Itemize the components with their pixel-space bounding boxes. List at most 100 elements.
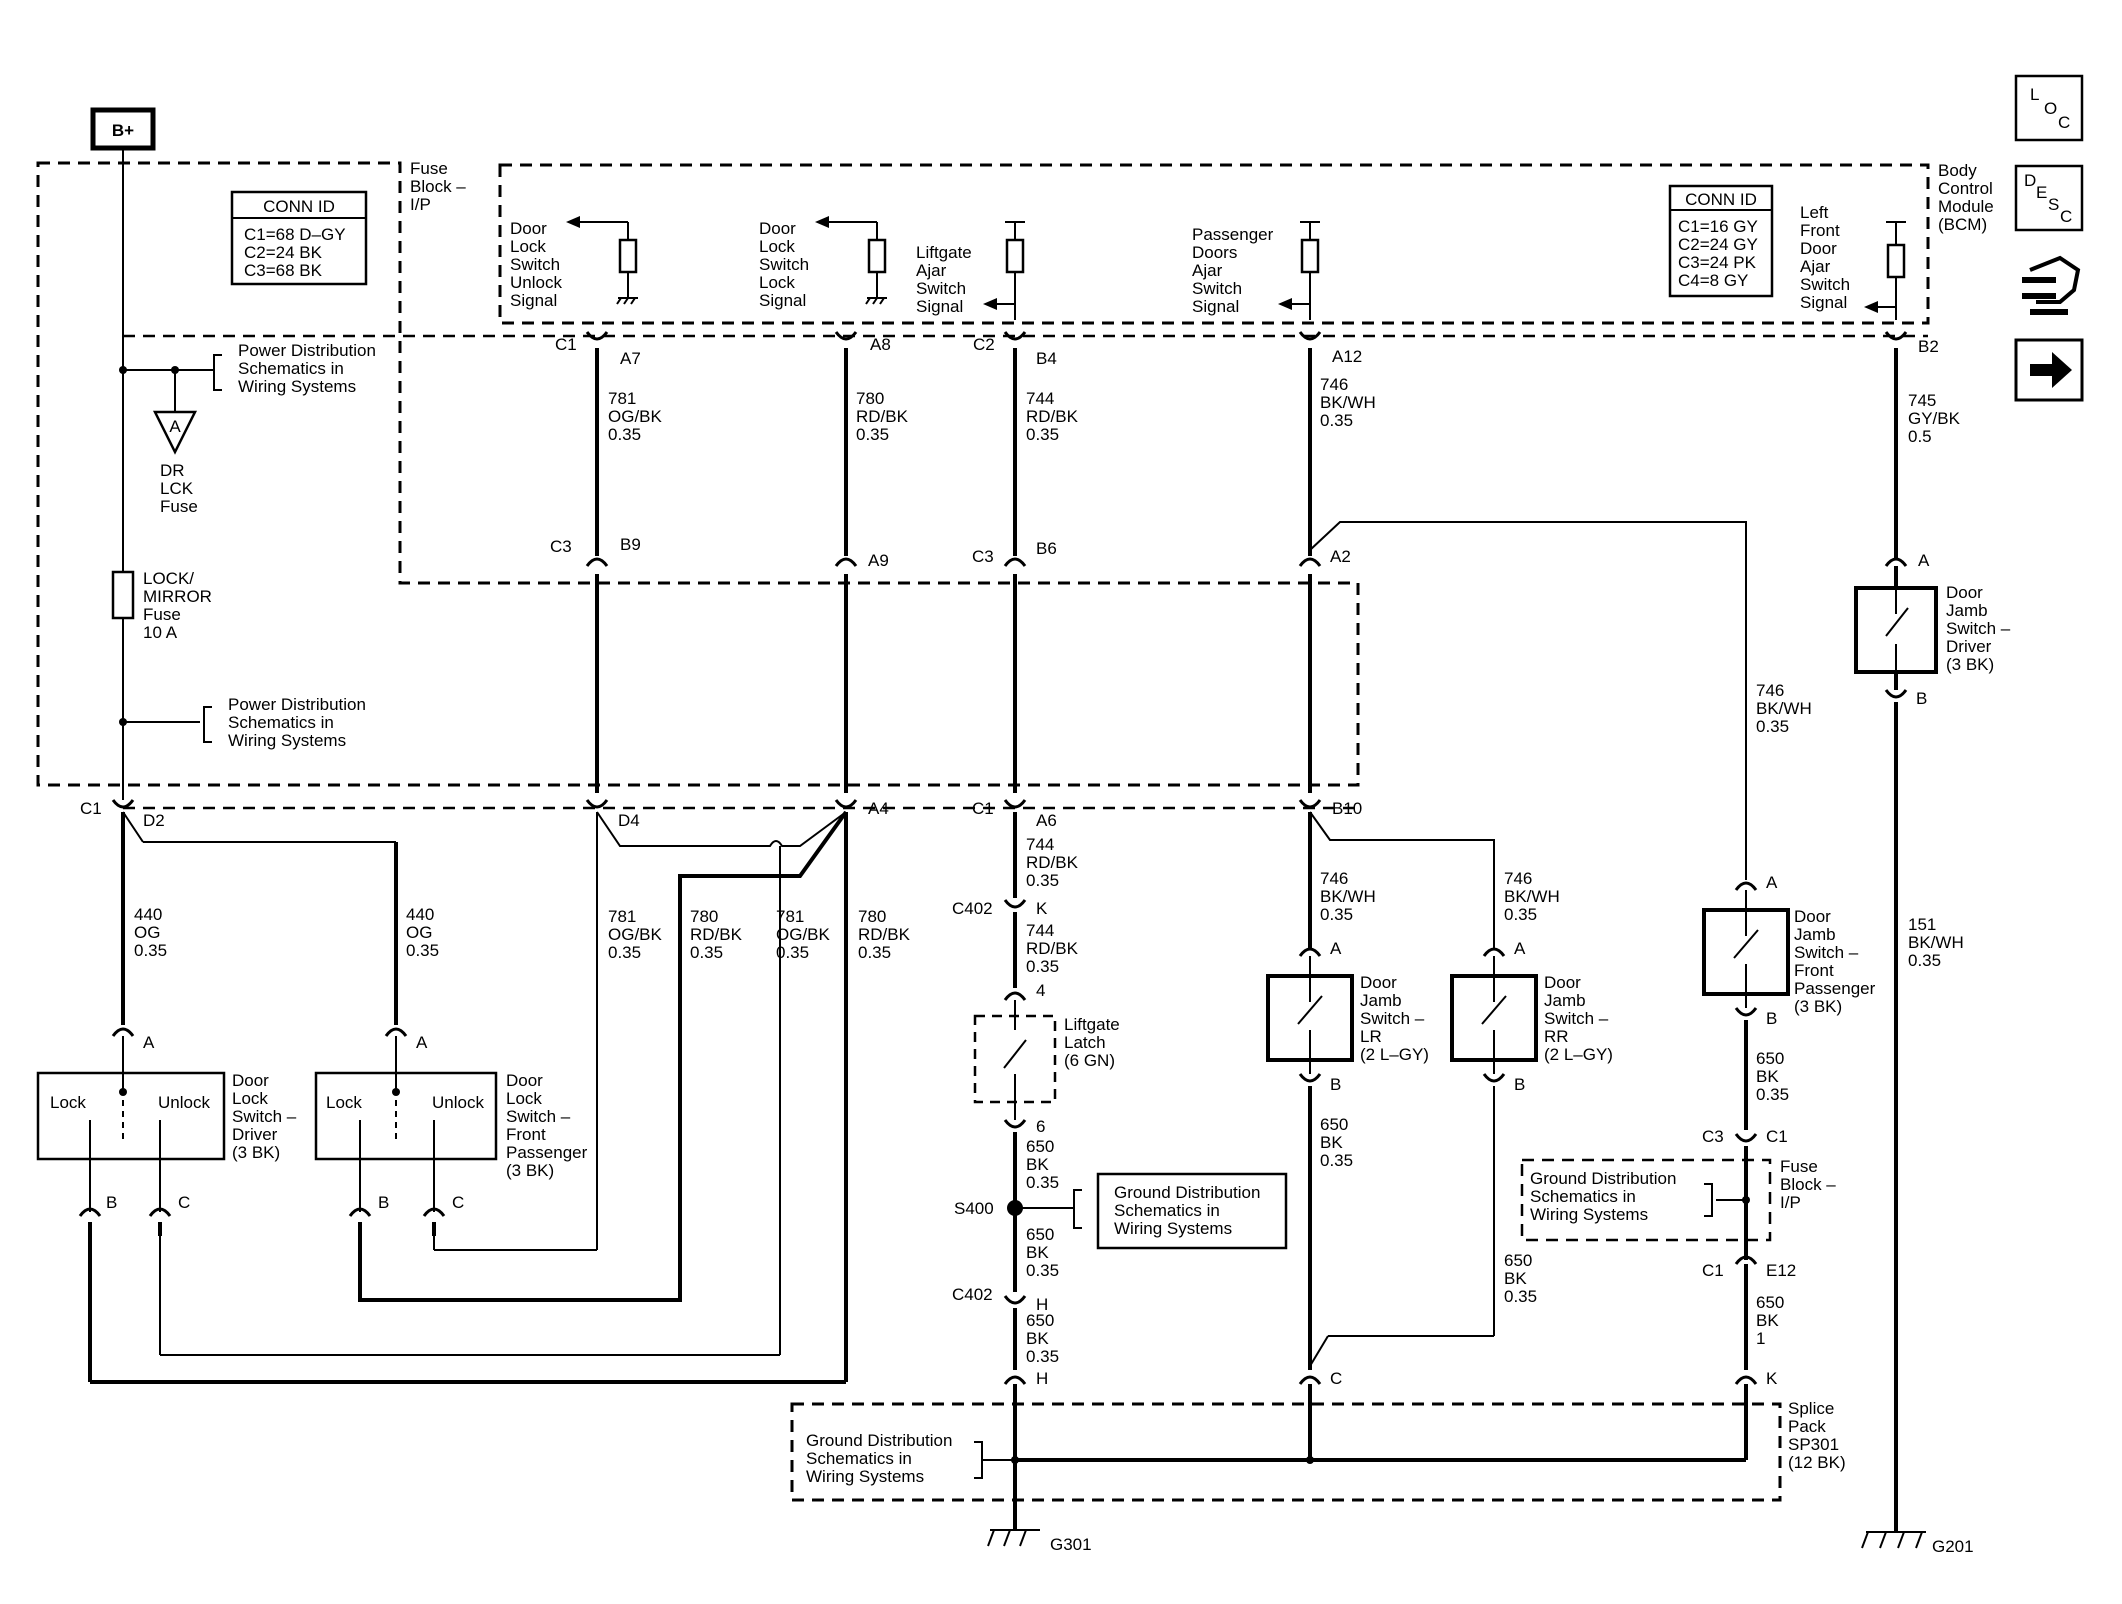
svg-text:Wiring Systems: Wiring Systems (1530, 1205, 1648, 1224)
dr-lck-fuse-label: DR LCK Fuse (160, 461, 198, 516)
power-feed: A (111, 148, 210, 800)
svg-text:0.5: 0.5 (1908, 427, 1932, 446)
svg-text:Ajar: Ajar (1800, 257, 1831, 276)
svg-text:S: S (2048, 195, 2059, 214)
next-arrow-icon[interactable] (2014, 338, 2084, 402)
svg-text:CONN ID: CONN ID (263, 197, 335, 216)
splice-pack-sp301: C Splice Pack SP301 (12 BK) (790, 1369, 1846, 1502)
ground-dist-ref-splice: Ground Distribution Schematics in Wiring… (806, 1431, 952, 1486)
svg-text:BK: BK (1504, 1269, 1527, 1288)
svg-text:OG/BK: OG/BK (608, 407, 663, 426)
wire-labels-lower-harness: 781 OG/BK 0.35 780 RD/BK 0.35 781 OG/BK … (608, 907, 911, 962)
svg-text:C1: C1 (555, 335, 577, 354)
svg-text:Switch –: Switch – (1544, 1009, 1609, 1028)
svg-text:B: B (1766, 1009, 1777, 1028)
svg-text:A6: A6 (1036, 811, 1057, 830)
bcm-connector-row (123, 331, 1928, 341)
svg-text:C1: C1 (972, 799, 994, 818)
door-jamb-switch-rr: A B Door Jamb Switch – RR (2 L–GY) (1309, 939, 1613, 1367)
bcm-signal-liftgate: Liftgate Ajar Switch Signal (916, 221, 1025, 320)
power-dist-ref-1: Power Distribution Schematics in Wiring … (210, 341, 376, 396)
door-jamb-switch-front-passenger: A B Door Jamb Switch – Front Passenger (… (1702, 873, 1876, 1388)
svg-text:Door: Door (1800, 239, 1837, 258)
svg-text:Liftgate: Liftgate (1064, 1015, 1120, 1034)
loc-icon[interactable]: L O C (2014, 74, 2084, 142)
svg-text:440: 440 (134, 905, 162, 924)
svg-text:Door: Door (232, 1071, 269, 1090)
svg-text:Switch –: Switch – (506, 1107, 571, 1126)
svg-text:780: 780 (690, 907, 718, 926)
svg-text:Signal: Signal (1800, 293, 1847, 312)
svg-text:(12 BK): (12 BK) (1788, 1453, 1846, 1472)
svg-text:(3 BK): (3 BK) (1946, 655, 1994, 674)
wire-label-746-right: 746 BK/WH 0.35 (1756, 681, 1812, 736)
svg-text:A9: A9 (868, 551, 889, 570)
svg-text:(2 L–GY): (2 L–GY) (1544, 1045, 1613, 1064)
svg-text:(6 GN): (6 GN) (1064, 1051, 1115, 1070)
svg-text:RD/BK: RD/BK (1026, 939, 1079, 958)
svg-text:L: L (2030, 85, 2039, 104)
svg-text:A: A (1918, 551, 1930, 570)
svg-text:A: A (1330, 939, 1342, 958)
door-jamb-switch-lr: A B Door Jamb Switch – LR (2 L–GY) (1266, 811, 1495, 1370)
svg-text:(3 BK): (3 BK) (506, 1161, 554, 1180)
desc-icon[interactable]: D E S C (2014, 164, 2084, 232)
svg-text:Power Distribution: Power Distribution (228, 695, 366, 714)
svg-text:G301: G301 (1050, 1535, 1092, 1554)
svg-text:0.35: 0.35 (608, 943, 641, 962)
svg-text:D4: D4 (618, 811, 640, 830)
svg-text:Lock: Lock (506, 1089, 542, 1108)
svg-text:Signal: Signal (1192, 297, 1239, 316)
svg-text:C3=24 PK: C3=24 PK (1678, 253, 1757, 272)
svg-text:746: 746 (1504, 869, 1532, 888)
bcm-signal-passenger-doors: Passenger Doors Ajar Switch Signal (1192, 221, 1320, 320)
svg-text:C4=8 GY: C4=8 GY (1678, 271, 1748, 290)
svg-text:Block –: Block – (1780, 1175, 1836, 1194)
svg-text:Lock: Lock (759, 273, 795, 292)
svg-text:A7: A7 (620, 349, 641, 368)
svg-text:E: E (2036, 183, 2047, 202)
svg-text:Switch: Switch (759, 255, 809, 274)
svg-text:745: 745 (1908, 391, 1936, 410)
svg-text:Jamb: Jamb (1360, 991, 1402, 1010)
svg-text:4: 4 (1036, 981, 1045, 1000)
svg-text:0.35: 0.35 (776, 943, 809, 962)
svg-text:C1=68 D–GY: C1=68 D–GY (244, 225, 346, 244)
svg-text:Unlock: Unlock (432, 1093, 484, 1112)
svg-text:746: 746 (1320, 869, 1348, 888)
svg-text:(3 BK): (3 BK) (1794, 997, 1842, 1016)
svg-text:0.35: 0.35 (1504, 905, 1537, 924)
svg-text:650: 650 (1756, 1293, 1784, 1312)
svg-text:A: A (1514, 939, 1526, 958)
svg-text:C: C (178, 1193, 190, 1212)
wire-labels-liftgate: 744 RD/BK 0.35 744 RD/BK 0.35 650 BK 0.3… (1026, 835, 1079, 1366)
svg-text:Door: Door (1946, 583, 1983, 602)
svg-text:0.35: 0.35 (1908, 951, 1941, 970)
wire-label-744-upper: 744 RD/BK 0.35 (1026, 389, 1079, 444)
svg-text:Signal: Signal (510, 291, 557, 310)
svg-text:B: B (1330, 1075, 1341, 1094)
svg-text:BK: BK (1756, 1067, 1779, 1086)
svg-text:C3: C3 (972, 547, 994, 566)
svg-text:C2: C2 (973, 335, 995, 354)
ground-g301: G301 (987, 1529, 1092, 1554)
svg-text:A12: A12 (1332, 347, 1362, 366)
svg-text:Lock: Lock (232, 1089, 268, 1108)
svg-text:0.35: 0.35 (1756, 1085, 1789, 1104)
wiring-connector-icon[interactable] (2022, 255, 2081, 315)
liftgate-latch-label: Liftgate Latch (6 GN) (1064, 1015, 1120, 1070)
svg-text:151: 151 (1908, 915, 1936, 934)
wire-label-780-upper: 780 RD/BK 0.35 (856, 389, 909, 444)
svg-text:BK/WH: BK/WH (1908, 933, 1964, 952)
svg-text:Ajar: Ajar (916, 261, 947, 280)
conn-id-right: CONN ID C1=16 GY C2=24 GY C3=24 PK C4=8 … (1668, 184, 1774, 298)
svg-text:744: 744 (1026, 921, 1054, 940)
bcm-signal-lf-door: Left Front Door Ajar Switch Signal (1800, 203, 1906, 320)
svg-text:C3=68 BK: C3=68 BK (244, 261, 323, 280)
battery-label: B+ (112, 121, 134, 140)
svg-text:650: 650 (1026, 1311, 1054, 1330)
svg-text:Jamb: Jamb (1946, 601, 1988, 620)
svg-text:Lock: Lock (510, 237, 546, 256)
svg-text:1: 1 (1756, 1329, 1765, 1348)
svg-text:Jamb: Jamb (1544, 991, 1586, 1010)
